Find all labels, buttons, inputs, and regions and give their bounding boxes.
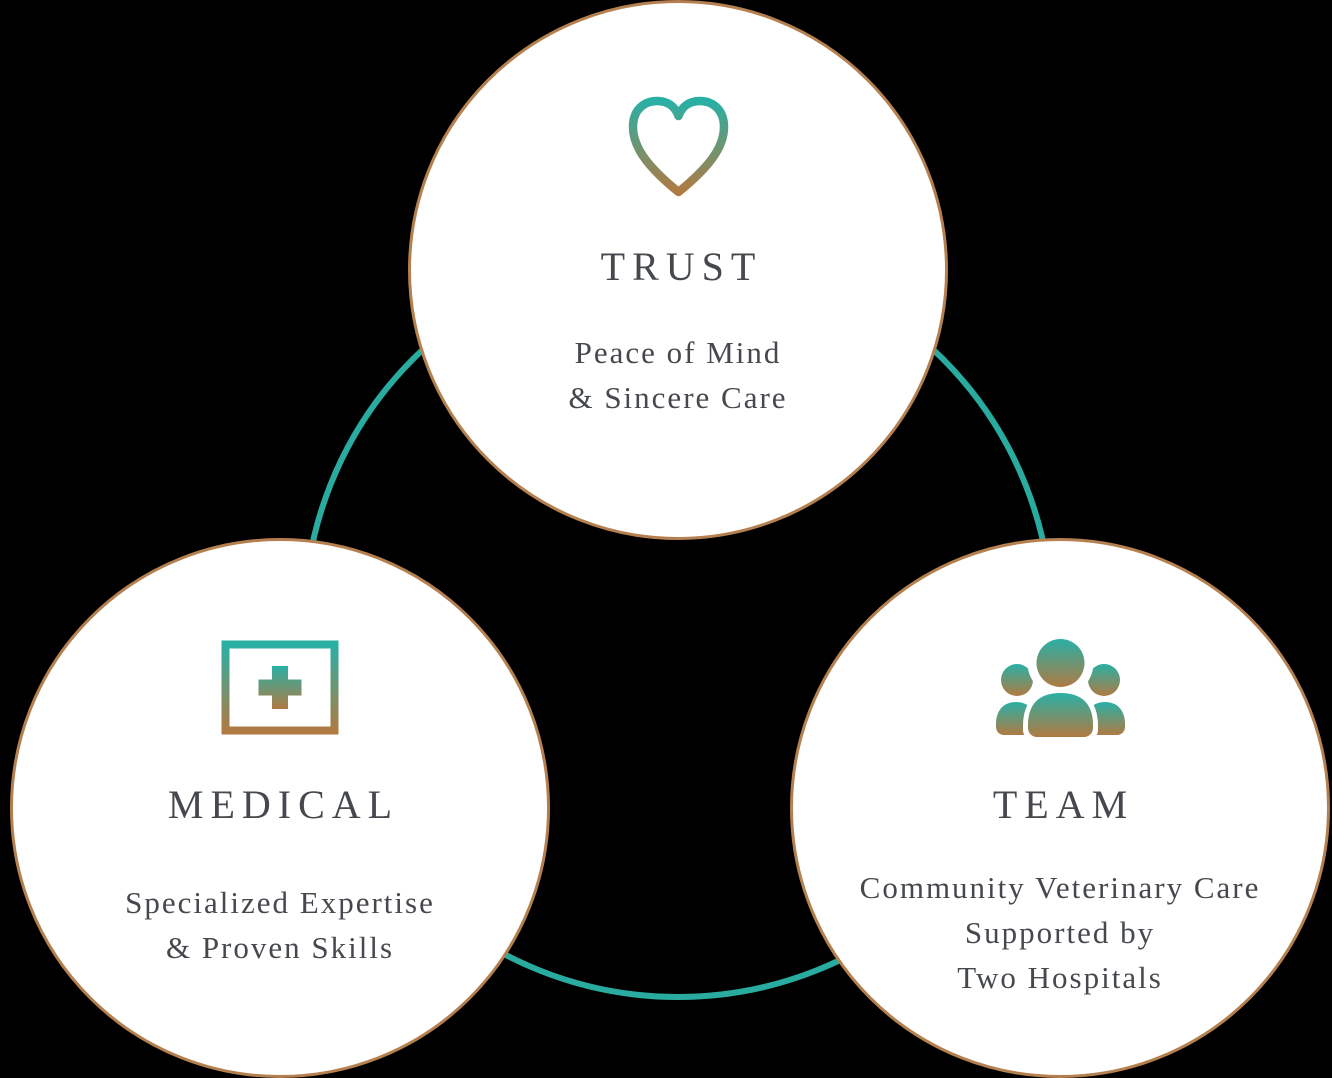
medical-subtitle: Specialized Expertise & Proven Skills [0,880,567,970]
trust-circle: TRUST Peace of Mind & Sincere Care [408,0,948,540]
medical-subtitle-line-1: Specialized Expertise [125,885,435,920]
team-title: TEAM [992,782,1135,827]
medical-circle: MEDICAL Specialized Expertise & Proven S… [10,538,550,1078]
first-aid-kit-icon [13,640,547,735]
trust-subtitle-line-2: & Sincere Care [568,380,788,415]
team-circle: TEAM Community Veterinary Care Supported… [790,538,1330,1078]
team-subtitle-line-1: Community Veterinary Care [859,870,1261,905]
trust-subtitle-line-1: Peace of Mind [574,335,782,370]
team-subtitle-line-3: Two Hospitals [957,960,1163,995]
medical-title: MEDICAL [167,782,400,827]
team-subtitle-line-2: Supported by [964,915,1156,950]
medical-subtitle-line-2: & Proven Skills [165,930,395,965]
team-subtitle: Community Veterinary Care Supported by T… [773,865,1332,1000]
trust-subtitle: Peace of Mind & Sincere Care [391,330,965,420]
trust-title: TRUST [600,244,763,289]
heart-icon [411,93,945,201]
people-group-icon [793,636,1327,739]
